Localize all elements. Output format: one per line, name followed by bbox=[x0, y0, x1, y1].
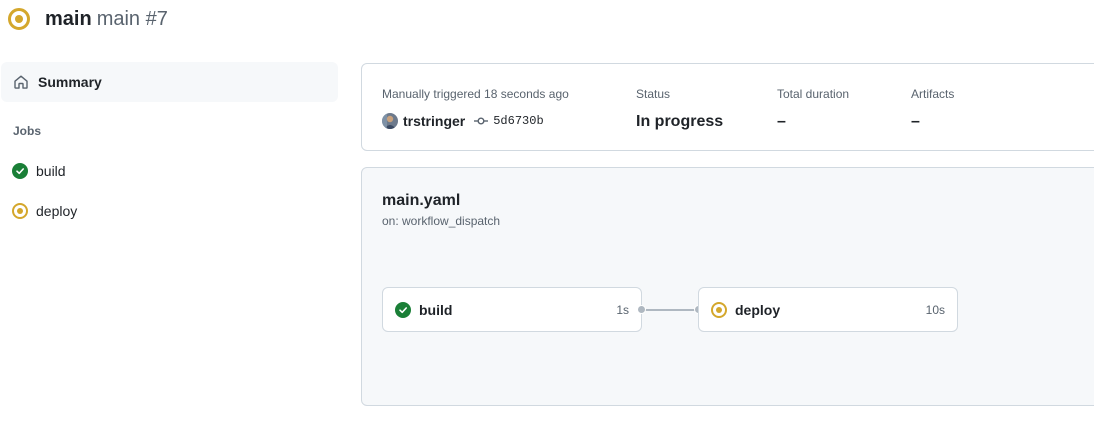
duration-info: Total duration – bbox=[777, 86, 849, 132]
artifacts-value: – bbox=[911, 113, 920, 130]
connector-start-dot bbox=[637, 305, 646, 314]
home-icon bbox=[14, 75, 28, 89]
job-connector bbox=[643, 309, 699, 311]
run-title: main #7 bbox=[96, 7, 168, 30]
in-progress-icon bbox=[12, 203, 28, 219]
sidebar-item-label: deploy bbox=[36, 203, 78, 219]
workflow-trigger: on: workflow_dispatch bbox=[382, 214, 501, 228]
sidebar-item-deploy[interactable]: deploy bbox=[12, 199, 77, 223]
job-node-build[interactable]: build 1s bbox=[382, 287, 642, 332]
duration-label: Total duration bbox=[777, 87, 850, 101]
avatar[interactable] bbox=[382, 113, 398, 129]
sidebar-item-build[interactable]: build bbox=[12, 159, 66, 183]
artifacts-label: Artifacts bbox=[911, 87, 955, 101]
artifacts-info: Artifacts – bbox=[911, 86, 954, 132]
job-name: build bbox=[419, 301, 453, 318]
job-node-deploy[interactable]: deploy 10s bbox=[698, 287, 958, 332]
job-duration: 1s bbox=[616, 302, 629, 317]
workflow-file-name[interactable]: main.yaml bbox=[382, 192, 461, 209]
jobs-heading: Jobs bbox=[13, 124, 42, 138]
duration-value: – bbox=[777, 113, 786, 130]
sidebar: Summary Jobs build deploy bbox=[0, 62, 338, 219]
run-branch: main bbox=[45, 7, 92, 30]
run-header: main main #7 bbox=[8, 6, 168, 32]
actor-link[interactable]: trstringer bbox=[403, 113, 466, 129]
commit-sha-link[interactable]: 5d6730b bbox=[493, 114, 544, 128]
git-commit-icon bbox=[474, 114, 489, 128]
status-info: Status In progress bbox=[636, 86, 723, 132]
sidebar-item-label: Summary bbox=[38, 74, 102, 90]
job-duration: 10s bbox=[925, 302, 945, 317]
sidebar-item-label: build bbox=[36, 163, 66, 179]
job-name: deploy bbox=[735, 301, 781, 318]
workflow-graph-card: main.yaml on: workflow_dispatch build 1s… bbox=[361, 167, 1094, 406]
sidebar-item-summary[interactable]: Summary bbox=[1, 62, 338, 102]
in-progress-icon bbox=[711, 301, 727, 318]
run-summary-card: Manually triggered 18 seconds ago trstri… bbox=[361, 63, 1094, 151]
trigger-text: Manually triggered 18 seconds ago bbox=[382, 87, 569, 101]
check-circle-icon bbox=[395, 301, 411, 318]
in-progress-icon bbox=[8, 8, 30, 30]
status-value: In progress bbox=[636, 113, 724, 130]
check-circle-icon bbox=[12, 163, 28, 179]
status-label: Status bbox=[636, 87, 671, 101]
trigger-info: Manually triggered 18 seconds ago trstri… bbox=[382, 86, 569, 131]
